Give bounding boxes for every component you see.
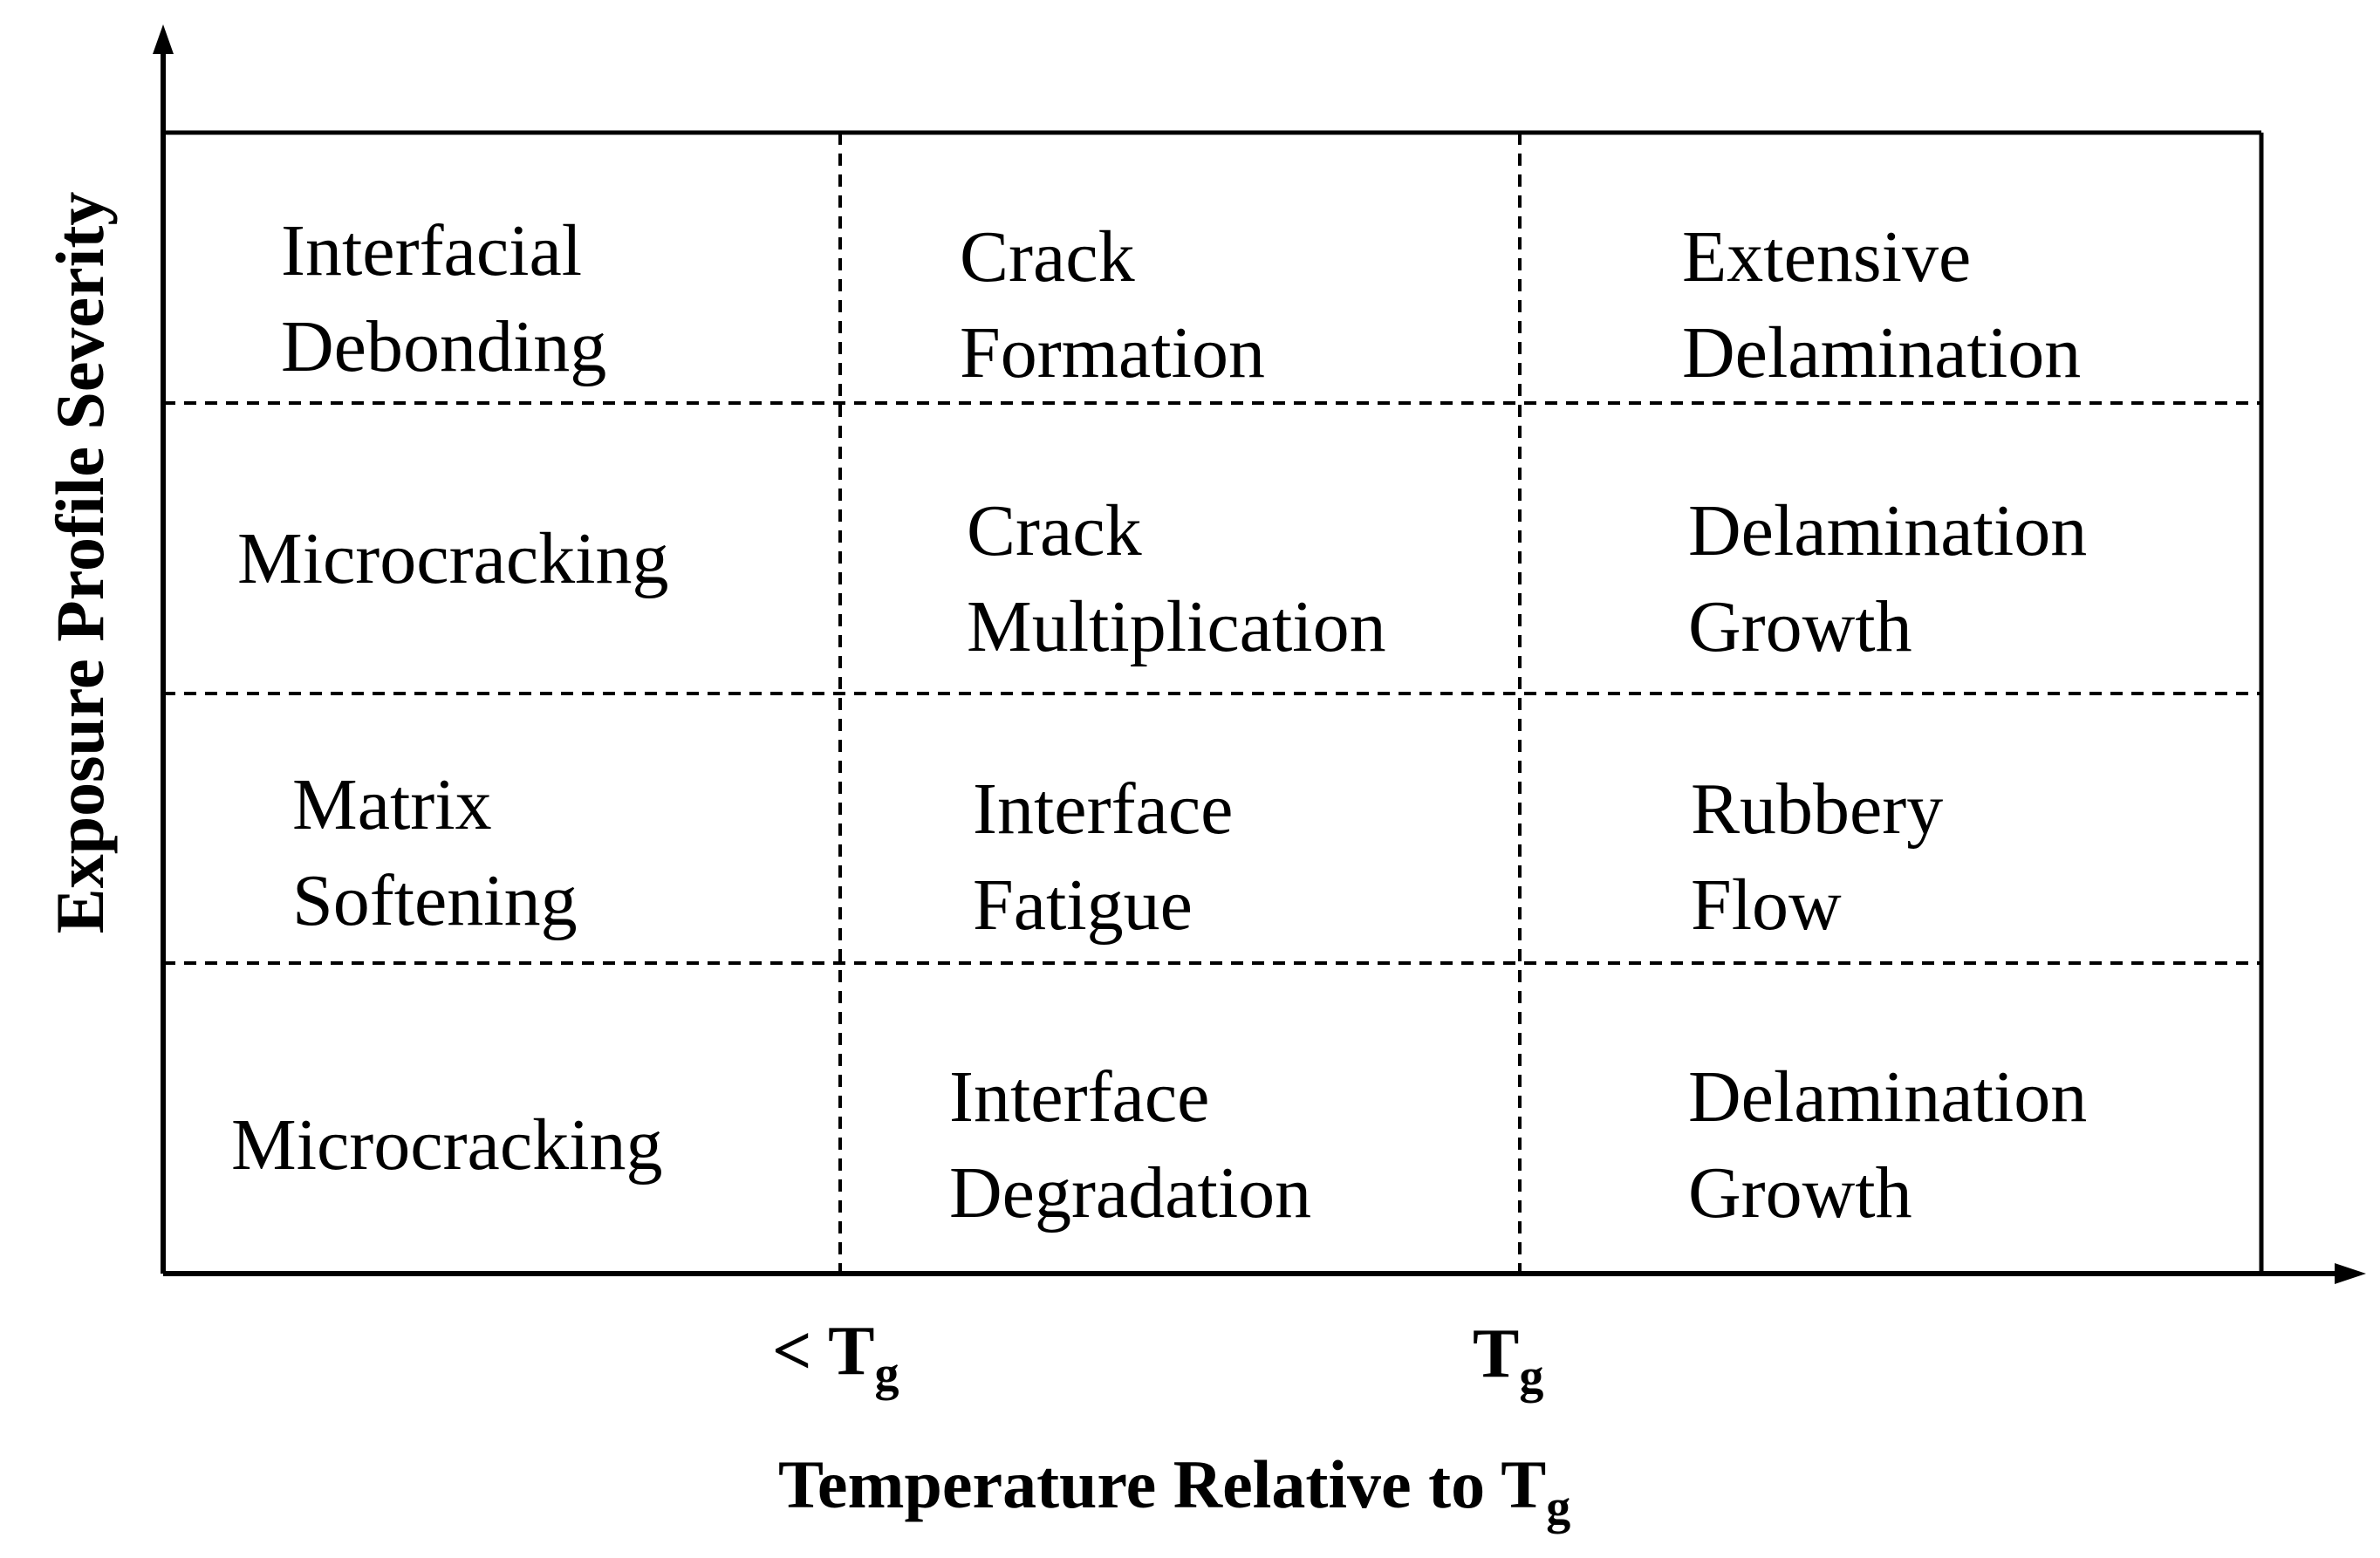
cell-label: Rubbery Flow: [1691, 769, 1961, 946]
cell-label: Delamination Growth: [1688, 1056, 2105, 1233]
cell-label: Interface Fatigue: [973, 769, 1251, 946]
x-tick-label: < Tg: [772, 1313, 899, 1401]
cell-label: Microcracking: [237, 518, 668, 599]
cell-label: Interface Degradation: [949, 1056, 1311, 1233]
cell-label: Microcracking: [231, 1104, 662, 1186]
cell-label: Interfacial Debonding: [281, 210, 606, 387]
cell-label: Matrix Softening: [292, 764, 578, 941]
x-axis-arrow-icon: [2335, 1263, 2366, 1284]
cell-label: Extensive Delamination: [1682, 216, 2081, 393]
cell-label: Crack Formation: [960, 216, 1265, 393]
cell-label: Delamination Growth: [1688, 490, 2105, 667]
x-axis-title: Temperature Relative to Tg: [778, 1446, 1570, 1534]
y-axis-arrow-icon: [153, 24, 174, 54]
y-axis-title: Exposure Profile Severity: [42, 192, 118, 934]
x-tick-label: Tg: [1473, 1315, 1543, 1404]
cell-label: Crack Multiplication: [967, 490, 1386, 667]
